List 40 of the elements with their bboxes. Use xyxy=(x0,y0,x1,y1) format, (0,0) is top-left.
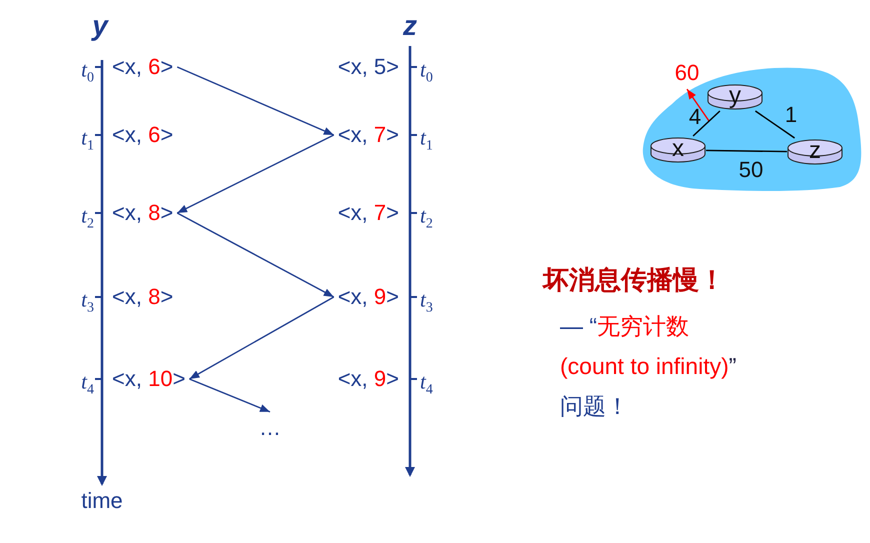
distance-entry: <x, 5> xyxy=(338,54,399,80)
note-text: — “无穷计数 (count to infinity)” 问题！ xyxy=(560,312,738,421)
link-cost-label: 60 xyxy=(674,60,700,86)
time-tick-label: t$_{1}$ xyxy=(420,126,433,150)
distance-entry: <x, 7> xyxy=(338,200,399,226)
network-cloud xyxy=(640,66,864,192)
ellipsis: … xyxy=(259,416,281,440)
axis-label: time xyxy=(81,488,123,514)
time-tick-label: t$_{3}$ xyxy=(420,288,433,312)
distance-entry: <x, 8> xyxy=(112,200,174,226)
arrow xyxy=(189,296,334,380)
distance-entry: <x, 8> xyxy=(112,284,174,310)
edge-label: 4 xyxy=(688,104,702,130)
distance-entry: <x, 6> xyxy=(112,122,174,148)
arrow xyxy=(176,212,334,298)
time-tick-label: t$_{3}$ xyxy=(81,288,94,312)
edge-label: 50 xyxy=(738,157,764,183)
time-tick-label: t$_{0}$ xyxy=(81,58,94,82)
edge-label: 1 xyxy=(784,102,798,128)
cost-change-arrow xyxy=(686,88,710,122)
distance-entry: <x, 9> xyxy=(338,284,399,310)
distance-entry: <x, 6> xyxy=(112,54,174,80)
distance-entry: <x, 10> xyxy=(112,366,186,392)
arrow xyxy=(176,66,334,136)
arrow xyxy=(189,378,270,413)
note-heading: 坏消息传播慢！ xyxy=(543,264,725,296)
link-line xyxy=(706,150,787,152)
time-tick-label: t$_{0}$ xyxy=(420,58,433,82)
lifeline-heading: z xyxy=(403,10,417,42)
arrow xyxy=(176,134,334,214)
distance-entry: <x, 9> xyxy=(338,366,399,392)
link-line xyxy=(692,110,720,137)
time-tick-label: t$_{4}$ xyxy=(420,370,433,394)
link-line xyxy=(755,110,795,139)
time-tick-label: t$_{2}$ xyxy=(81,204,94,228)
time-tick-label: t$_{1}$ xyxy=(81,126,94,150)
time-tick-label: t$_{4}$ xyxy=(81,370,94,394)
distance-entry: <x, 7> xyxy=(338,122,399,148)
lifeline-heading: y xyxy=(92,10,108,42)
time-tick-label: t$_{2}$ xyxy=(420,204,433,228)
